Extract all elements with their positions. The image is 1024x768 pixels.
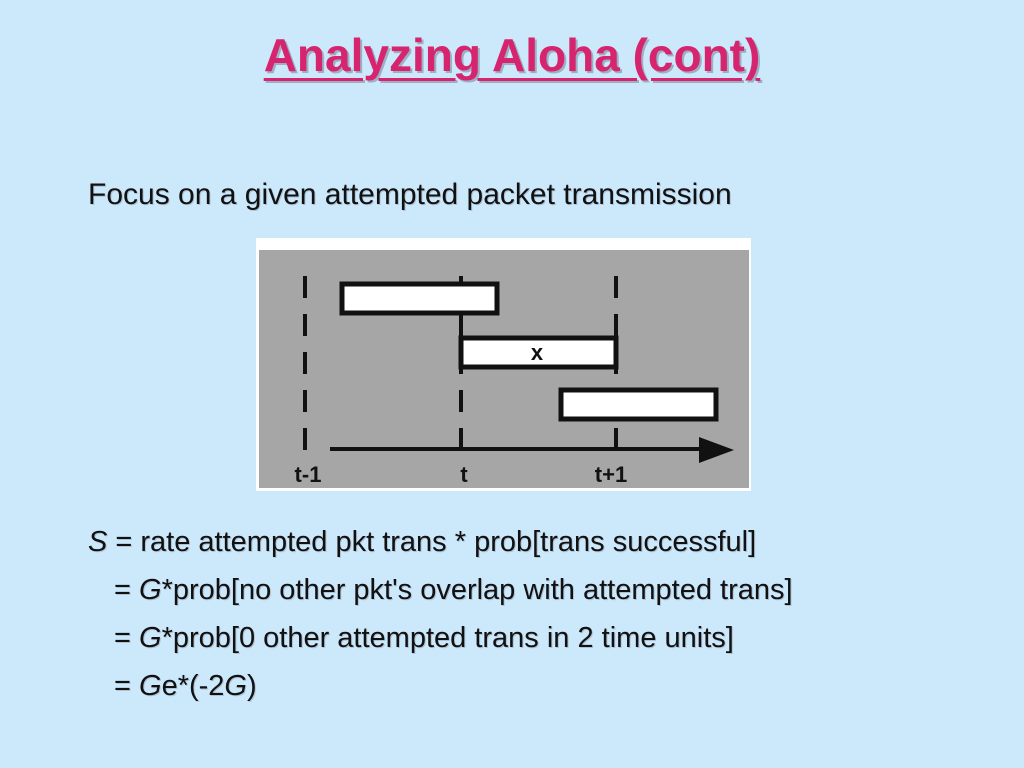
packet-earlier (339, 281, 500, 316)
slide-title: Analyzing Aloha (cont) (263, 29, 761, 81)
equation-line-3: = G*prob[0 other attempted trans in 2 ti… (114, 622, 734, 655)
packet-later (558, 387, 719, 422)
var-g: G (224, 670, 247, 702)
var-s: S (88, 526, 108, 558)
tick-label-t: t (460, 462, 468, 487)
equation-line-3-prefix: = (114, 622, 139, 654)
equation-line-4-mid: e*(-2 (161, 670, 225, 702)
var-g: G (139, 670, 162, 702)
equation-line-2-prefix: = (114, 574, 139, 606)
equation-line-3-text: *prob[0 other attempted trans in 2 time … (161, 622, 734, 654)
packet-x (458, 335, 619, 370)
tick-label-t-minus-1: t-1 (295, 462, 322, 487)
packet-x-label: x (531, 340, 544, 365)
equation-line-2: = G*prob[no other pkt's overlap with att… (114, 574, 793, 607)
intro-text: Focus on a given attempted packet transm… (88, 178, 732, 211)
equation-line-4-prefix: = (114, 670, 139, 702)
equation-line-2-text: *prob[no other pkt's overlap with attemp… (161, 574, 793, 606)
tick-label-t-plus-1: t+1 (595, 462, 627, 487)
var-g: G (139, 574, 162, 606)
equation-line-4: = Ge*(-2G) (114, 670, 257, 703)
timeline-svg: x t-1 t t+1 (259, 250, 749, 488)
equation-line-1: S = rate attempted pkt trans * prob[tran… (88, 526, 756, 559)
equation-line-1-text: = rate attempted pkt trans * prob[trans … (107, 526, 757, 558)
time-axis-arrowhead (699, 437, 734, 463)
equation-line-4-suffix: ) (246, 670, 257, 702)
var-g: G (139, 622, 162, 654)
aloha-timeline-diagram: x t-1 t t+1 (256, 238, 751, 491)
